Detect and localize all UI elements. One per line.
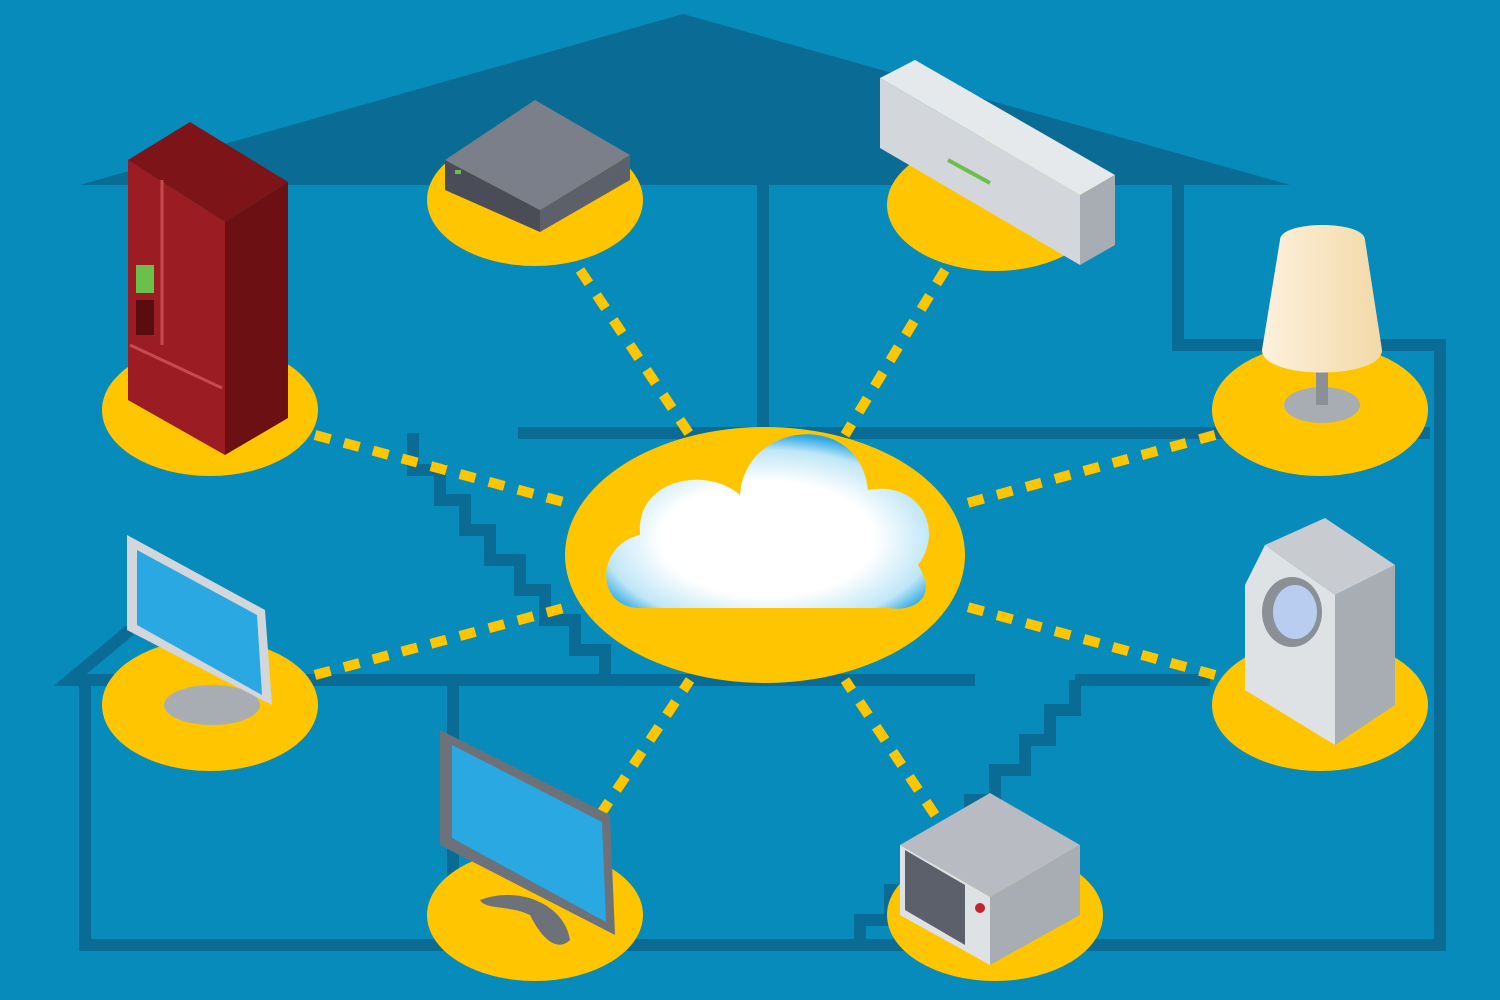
lamp-icon	[1262, 225, 1382, 423]
set-top-box-icon	[445, 100, 630, 232]
air-conditioner-icon	[880, 60, 1115, 265]
cloud-icon	[606, 434, 929, 609]
monitor-icon	[127, 535, 272, 725]
television-icon	[440, 730, 615, 945]
microwave-icon	[900, 793, 1080, 965]
refrigerator-icon	[128, 122, 288, 455]
washing-machine-icon	[1245, 518, 1395, 745]
connection-lines	[313, 267, 1217, 818]
